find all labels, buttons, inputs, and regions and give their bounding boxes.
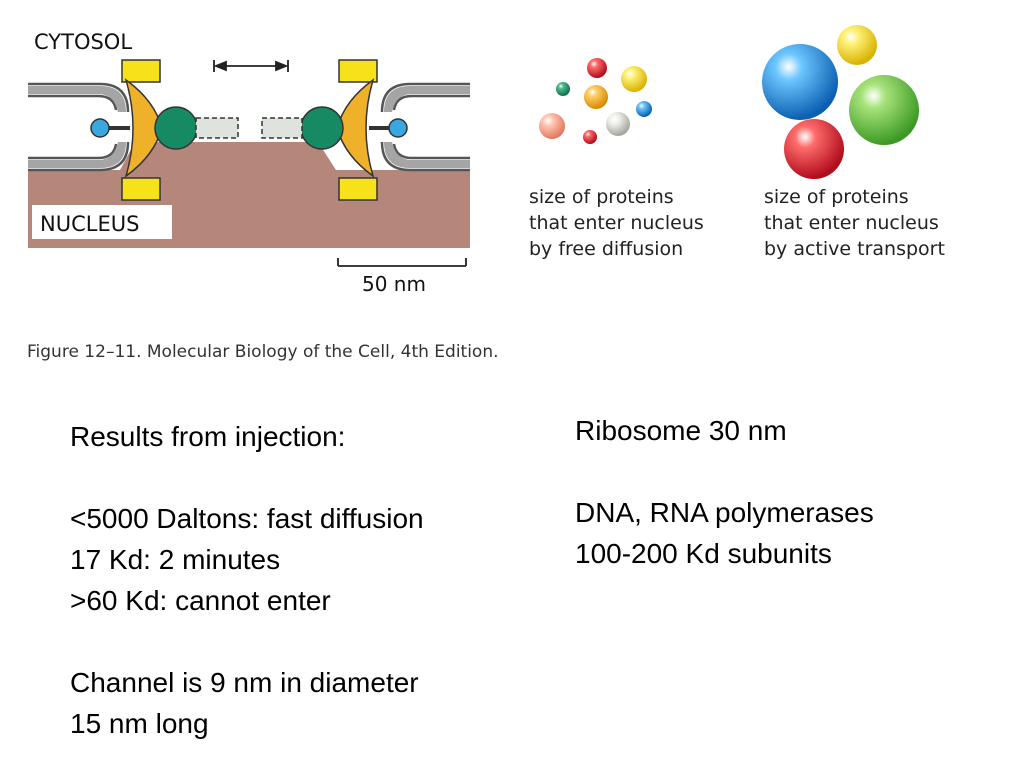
cytosol-label: CYTOSOL (34, 30, 132, 54)
large-protein-cluster (762, 25, 919, 179)
blank-line (575, 451, 874, 492)
blank-line (70, 621, 424, 662)
large-blue-sphere (762, 44, 838, 120)
results-heading: Results from injection: (70, 421, 346, 452)
polymerase-line: DNA, RNA polymerases (575, 497, 874, 528)
active-transport-caption: size of proteins that enter nucleus by a… (764, 186, 945, 260)
left-pore-complex (90, 59, 239, 201)
small-orange-sphere (584, 85, 608, 109)
channel-diameter-line: Channel is 9 nm in diameter (70, 667, 419, 698)
large-green-sphere (849, 75, 919, 145)
channel-width-arrow (213, 60, 289, 72)
channel-length-line: 15 nm long (70, 708, 209, 739)
nucleus-label-box (32, 205, 172, 239)
scale-bar-label: 50 nm (362, 272, 426, 296)
small-protein-cluster (539, 58, 652, 144)
right-pore-complex (261, 59, 408, 201)
result-line-60kd: >60 Kd: cannot enter (70, 585, 331, 616)
small-yellow-sphere (621, 66, 647, 92)
result-line-17kd: 17 Kd: 2 minutes (70, 544, 281, 575)
small-green-sphere (556, 82, 570, 96)
figure-credit: Figure 12–11. Molecular Biology of the C… (27, 342, 499, 362)
nuclear-pore-figure: CYTOSOL NUCLEUS 50 nm size of proteins t… (27, 25, 945, 362)
small-blue-sphere (636, 101, 652, 117)
large-yellow-sphere (837, 25, 877, 65)
result-line-small: <5000 Daltons: fast diffusion (70, 503, 424, 534)
small-silver-sphere (606, 112, 630, 136)
scale-bar (337, 258, 467, 267)
small-peach-sphere (539, 113, 565, 139)
small-red-sphere (587, 58, 607, 78)
membrane-fill (28, 86, 470, 168)
nuclear-envelope (28, 82, 470, 172)
small-red-sphere-2 (583, 130, 597, 144)
nucleus-label: NUCLEUS (40, 212, 139, 236)
blank-line (70, 457, 424, 498)
ribosome-line: Ribosome 30 nm (575, 415, 787, 446)
subunit-line: 100-200 Kd subunits (575, 538, 832, 569)
size-reference-text: Ribosome 30 nm DNA, RNA polymerases 100-… (575, 410, 874, 574)
injection-results-text: Results from injection: <5000 Daltons: f… (70, 416, 424, 744)
diffusion-caption: size of proteins that enter nucleus by f… (529, 186, 710, 260)
large-red-sphere (784, 119, 844, 179)
